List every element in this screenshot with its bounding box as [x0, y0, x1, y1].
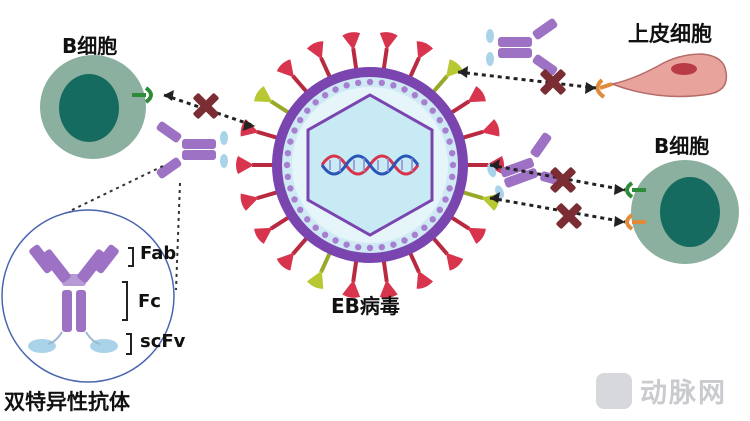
virus-spike	[342, 32, 361, 71]
virus-spike	[276, 59, 309, 94]
watermark-logo-icon	[596, 372, 632, 409]
dna-icon	[320, 154, 420, 176]
virus-spike	[254, 86, 291, 115]
antibody-label: 双特异性抗体	[4, 390, 130, 414]
virus-spike	[306, 251, 332, 289]
b-cell-right	[625, 160, 739, 264]
scfv-label: scFv	[140, 331, 186, 352]
receptor-green-icon	[144, 86, 153, 104]
virus-label: EB病毒	[331, 294, 400, 318]
virus-spike	[408, 41, 434, 79]
receptor-green-icon	[625, 181, 634, 199]
antibody-detail	[28, 244, 134, 355]
zoom-line-side	[175, 182, 181, 291]
block-x-icon	[556, 203, 582, 229]
virus-spike	[306, 41, 332, 79]
virus-spike	[431, 59, 464, 94]
virus-spike	[449, 86, 486, 115]
antibody-left	[155, 120, 228, 180]
b-cell-right-label: B细胞	[654, 134, 710, 158]
epithelial-cell-label: 上皮细胞	[628, 22, 712, 46]
block-x-icon	[550, 167, 576, 193]
b-cell-left-label: B细胞	[62, 34, 118, 58]
receptor-orange-icon	[625, 213, 634, 231]
epithelial-cell	[595, 53, 728, 99]
virus-spike	[379, 32, 398, 71]
virus-spike	[379, 259, 398, 298]
virus-spike	[236, 156, 274, 174]
virus-spike	[461, 119, 500, 140]
arrow-epithelial	[457, 70, 597, 90]
watermark: 动脉网	[596, 371, 727, 410]
zoom-line-top	[71, 164, 166, 211]
fc-label: Fc	[138, 291, 161, 312]
arrow-b-cell-right-orange	[489, 196, 626, 224]
virus-spike	[342, 259, 361, 298]
virus-spike	[431, 236, 464, 271]
block-x-icon	[193, 93, 219, 119]
eb-virus	[236, 32, 504, 298]
arrow-b-cell-right-green	[489, 163, 626, 192]
antibody-top-right	[486, 17, 559, 77]
block-x-icon	[540, 69, 566, 95]
watermark-text: 动脉网	[640, 378, 727, 409]
virus-spike	[254, 215, 291, 244]
virus-spike	[276, 236, 309, 271]
virus-spike	[240, 190, 279, 211]
b-cell-left	[40, 55, 153, 159]
fab-label: Fab	[140, 243, 177, 264]
virus-spike	[449, 215, 486, 244]
virus-spike	[408, 251, 434, 289]
receptor-orange-icon	[595, 78, 606, 99]
